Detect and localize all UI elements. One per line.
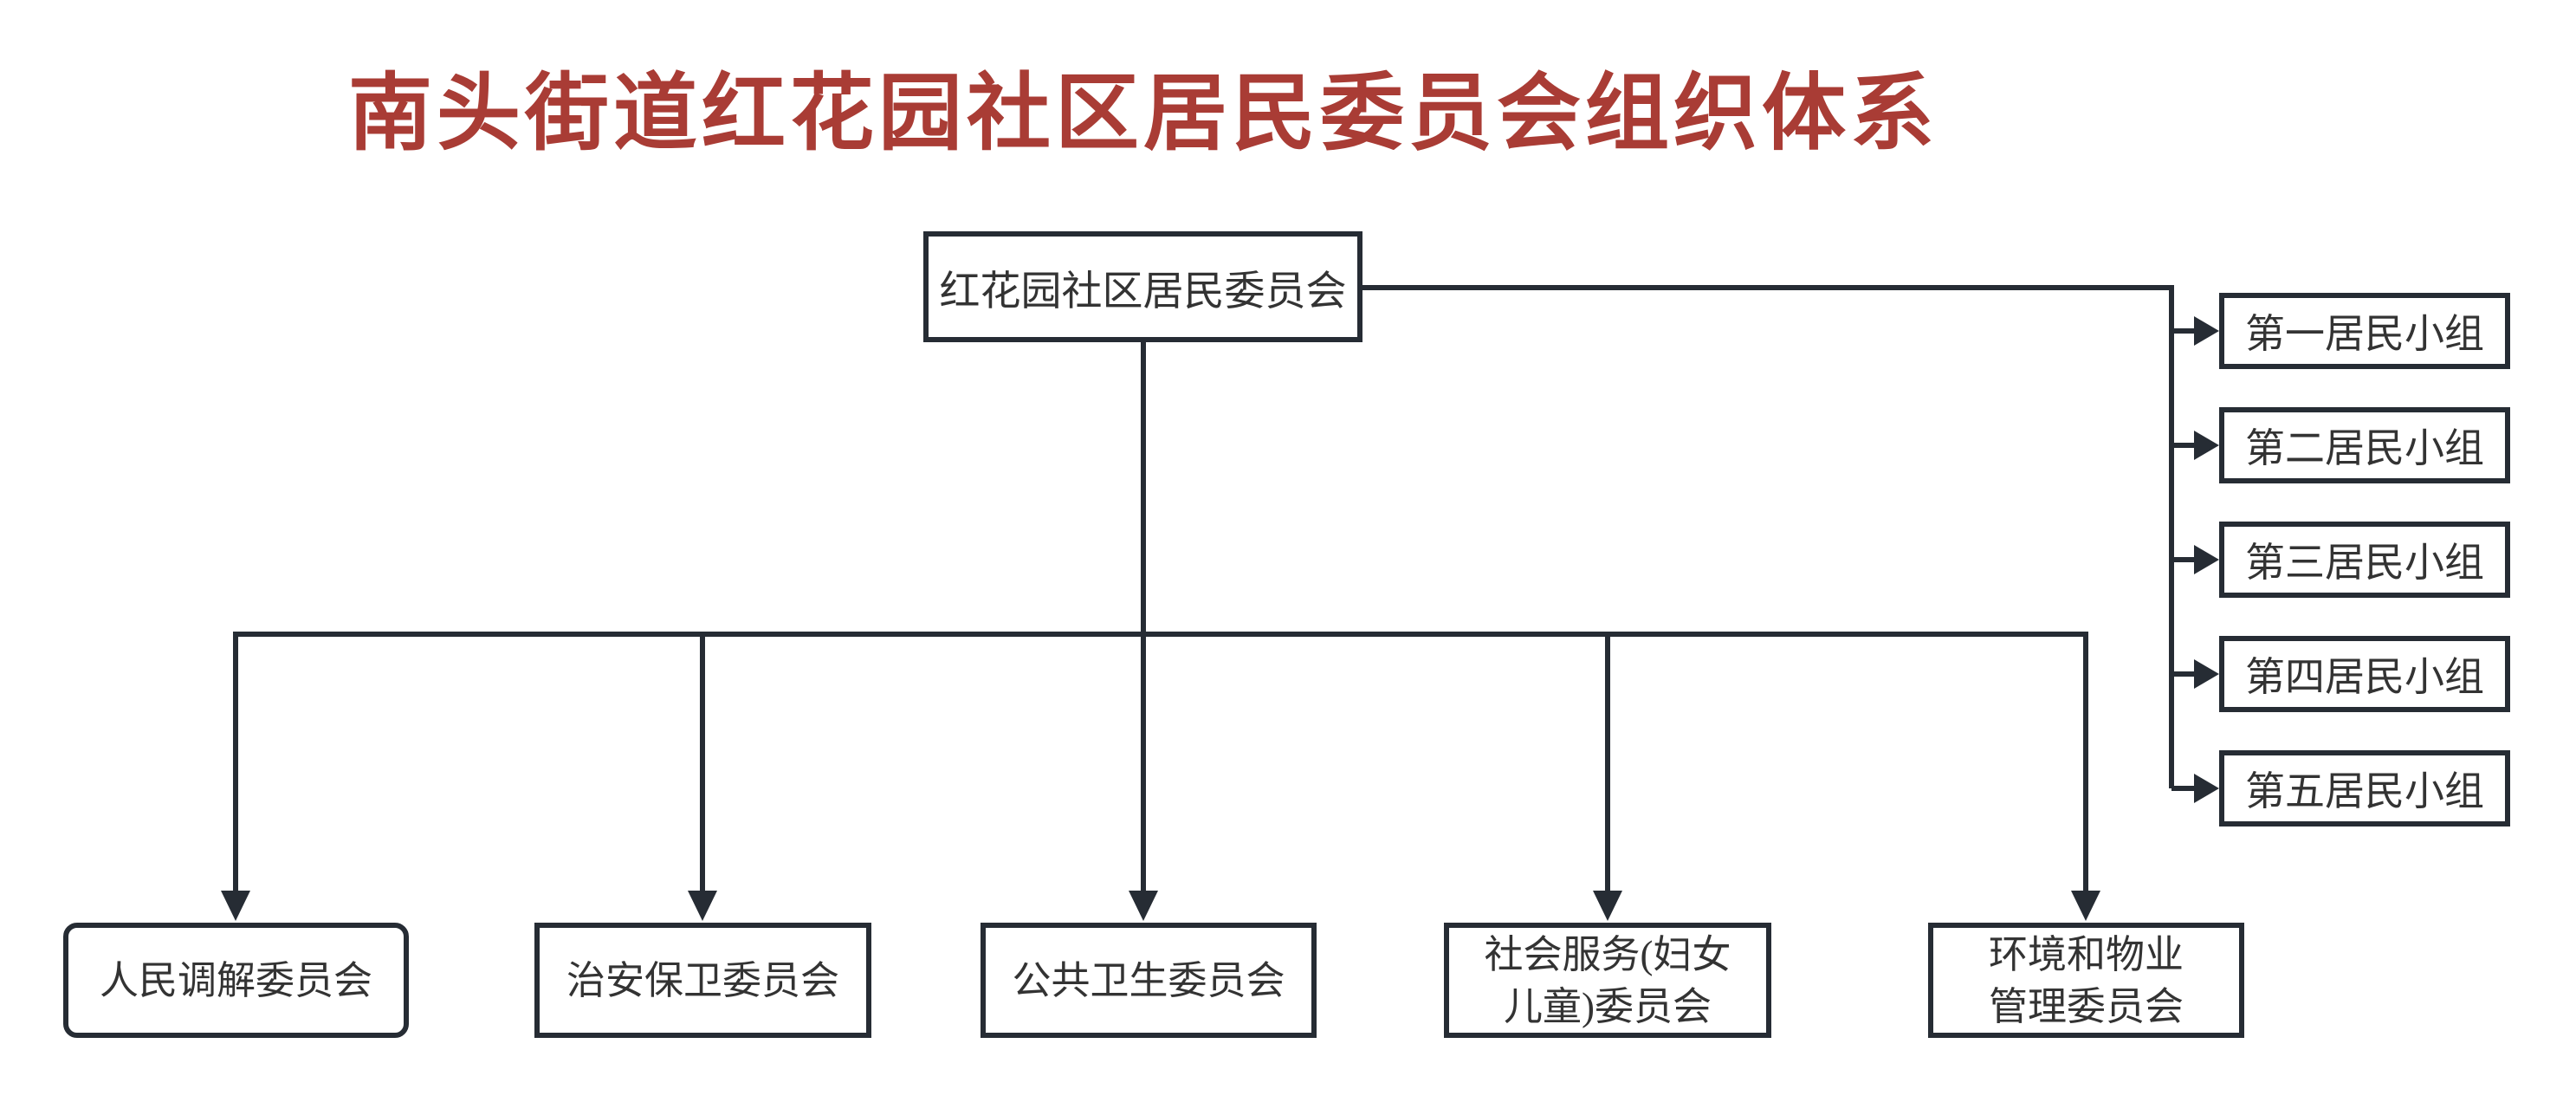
arrowhead-committee-5 xyxy=(2071,891,2100,921)
node-resident-group-1: 第一居民小组 xyxy=(2219,293,2510,369)
node-resident-group-4: 第四居民小组 xyxy=(2219,636,2510,712)
node-root-committee: 红花园社区居民委员会 xyxy=(923,231,1362,342)
arrowhead-group-3 xyxy=(2194,545,2219,574)
node-committee-social-services: 社会服务(妇女 儿童)委员会 xyxy=(1444,923,1771,1038)
node-committee-public-health: 公共卫生委员会 xyxy=(981,923,1317,1038)
arrowhead-group-4 xyxy=(2194,659,2219,689)
arrowhead-committee-1 xyxy=(221,891,250,921)
page-title: 南头街道红花园社区居民委员会组织体系 xyxy=(348,66,1938,160)
node-resident-group-5: 第五居民小组 xyxy=(2219,750,2510,826)
arrowhead-committee-4 xyxy=(1593,891,1622,921)
node-committee-environment-property: 环境和物业 管理委员会 xyxy=(1928,923,2244,1038)
node-committee-security: 治安保卫委员会 xyxy=(534,923,871,1038)
node-committee-mediation: 人民调解委员会 xyxy=(63,923,409,1038)
arrowhead-group-2 xyxy=(2194,431,2219,460)
connector-committee-rail xyxy=(233,632,2088,891)
connector-root-to-groups xyxy=(1362,285,2174,788)
node-resident-group-3: 第三居民小组 xyxy=(2219,522,2510,598)
arrowhead-committee-2 xyxy=(688,891,717,921)
arrowhead-group-1 xyxy=(2194,316,2219,346)
arrowhead-committee-3 xyxy=(1129,891,1158,921)
arrowhead-group-5 xyxy=(2194,774,2219,803)
node-resident-group-2: 第二居民小组 xyxy=(2219,407,2510,483)
